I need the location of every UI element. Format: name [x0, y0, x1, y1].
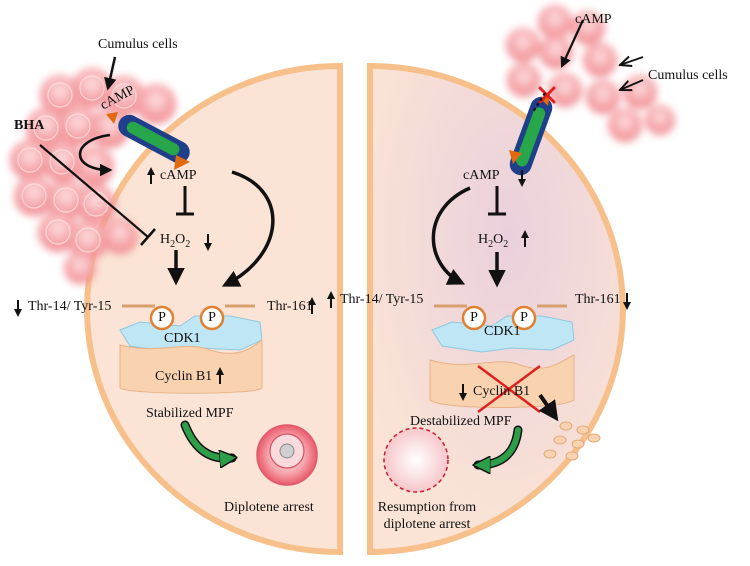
- bha-inhibition-line: [39, 144, 149, 238]
- resumption-cell: [383, 427, 449, 493]
- left-h2o2-label: H2O2: [160, 232, 191, 250]
- right-p-label-2: P: [520, 310, 528, 325]
- right-thr14-label: Thr-14/ Tyr-15: [340, 292, 424, 307]
- left-p-label-1: P: [158, 310, 166, 325]
- right-cyclin-label: Cyclin B1: [473, 384, 531, 399]
- left-thr14-label: Thr-14/ Tyr-15: [28, 299, 112, 314]
- left-thr161-label: Thr-161: [267, 299, 313, 314]
- right-p-label-1: P: [470, 310, 478, 325]
- right-thr161-label: Thr-161: [575, 292, 621, 307]
- left-camp-uptake-arrow: [78, 133, 113, 177]
- left-camp-label: cAMP: [160, 168, 197, 183]
- left-cumulus-cell-outlines: [17, 75, 137, 253]
- left-camp-to-cdk1-arrow: [221, 170, 275, 287]
- right-cdk1-complex: [429, 304, 575, 414]
- right-mpf-label: Destabilized MPF: [410, 414, 512, 429]
- cyclin-fragments: [543, 421, 601, 461]
- right-camp-label: cAMP: [463, 168, 500, 183]
- right-camp-to-cdk1-arrow: [431, 186, 471, 285]
- diplotene-nucleus: [256, 424, 318, 486]
- right-camp-out-label: cAMP: [575, 12, 612, 27]
- left-p-label-2: P: [208, 310, 216, 325]
- right-blocked-x-icon: [538, 86, 556, 104]
- left-cdk1-complex: [119, 304, 263, 394]
- right-outcome-line2: diplotene arrest: [383, 517, 471, 532]
- left-camp-channel: [106, 112, 190, 170]
- left-cyclin-label: Cyclin B1: [155, 369, 213, 384]
- left-mpf-label: Stabilized MPF: [146, 406, 234, 421]
- right-cumulus-label: Cumulus cells: [648, 68, 728, 83]
- right-outcome-line1: Resumption from: [377, 500, 477, 515]
- left-cdk1-label: CDK1: [164, 331, 201, 346]
- bha-label: BHA: [14, 118, 45, 133]
- right-cumulus-cells: [506, 5, 675, 142]
- left-outcome-label: Diplotene arrest: [224, 500, 314, 515]
- right-oocyte-half: [367, 62, 626, 556]
- left-cumulus-label: Cumulus cells: [98, 37, 178, 52]
- right-camp-channel: [509, 94, 553, 176]
- right-cdk1-label: CDK1: [484, 324, 521, 339]
- right-h2o2-label: H2O2: [478, 232, 509, 250]
